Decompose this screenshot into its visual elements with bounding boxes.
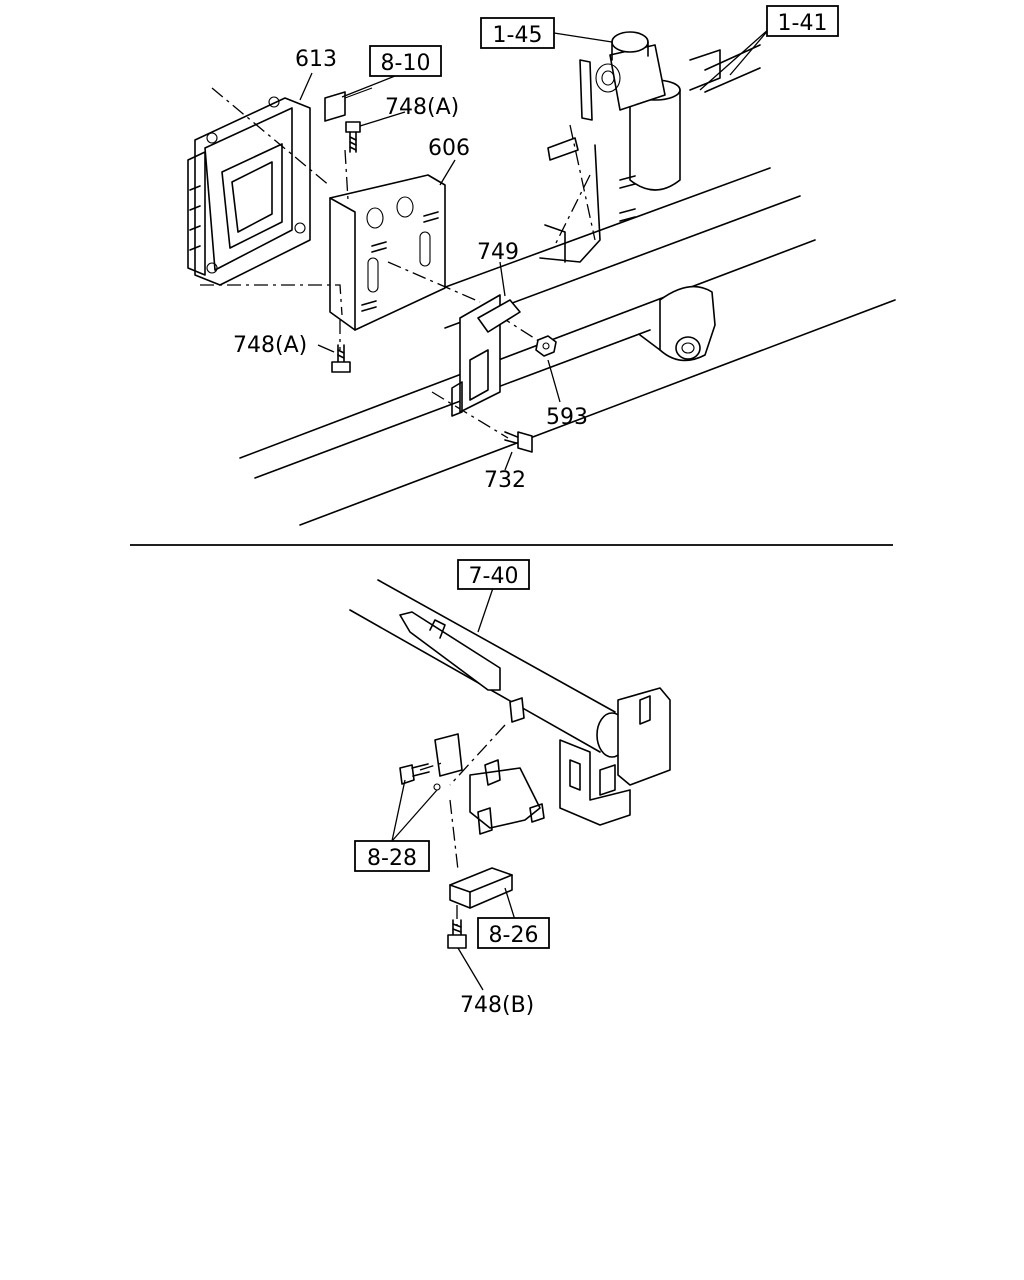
ref-box-8-10[interactable]: 8-10 xyxy=(369,45,442,77)
label-748a-top: 748(A) xyxy=(385,95,459,120)
nut-593 xyxy=(535,335,557,357)
label-732: 732 xyxy=(484,468,526,493)
label-613: 613 xyxy=(295,47,337,72)
bracket-606 xyxy=(329,174,446,331)
support-tube-7-40 xyxy=(349,579,628,758)
label-748a-left: 748(A) xyxy=(233,333,307,358)
bolt-8-28 xyxy=(399,763,441,791)
bolt-748b xyxy=(447,905,467,949)
svg-text:1-41: 1-41 xyxy=(778,11,828,36)
leaders-bottom xyxy=(391,587,516,991)
svg-text:8-26: 8-26 xyxy=(489,923,539,948)
air-dryer-1-45 xyxy=(539,31,761,263)
steering-mount-bracket xyxy=(559,687,671,826)
alignment-lines xyxy=(200,87,596,439)
ref-box-8-26[interactable]: 8-26 xyxy=(477,917,550,949)
svg-text:8-10: 8-10 xyxy=(381,51,431,76)
leaders-top xyxy=(299,27,771,471)
module-8-26 xyxy=(449,867,513,909)
label-749: 749 xyxy=(477,240,519,265)
bracket-749 xyxy=(451,294,521,417)
label-606: 606 xyxy=(428,136,470,161)
bolt-732 xyxy=(504,431,533,453)
svg-text:1-45: 1-45 xyxy=(493,23,543,48)
ref-box-8-28[interactable]: 8-28 xyxy=(354,840,430,872)
ref-box-1-41[interactable]: 1-41 xyxy=(766,5,839,37)
ref-box-7-40[interactable]: 7-40 xyxy=(457,559,530,590)
bolt-748a-left xyxy=(331,344,351,373)
label-748b: 748(B) xyxy=(460,993,534,1018)
top-assembly xyxy=(187,31,896,526)
svg-text:7-40: 7-40 xyxy=(469,564,519,589)
bolt-748a-top xyxy=(345,121,361,153)
control-unit-613 xyxy=(187,96,311,286)
bottom-assembly xyxy=(349,579,671,949)
ref-box-1-45[interactable]: 1-45 xyxy=(480,17,555,49)
bracket-8-28 xyxy=(419,697,545,871)
cross-member-tube xyxy=(639,285,716,362)
svg-text:8-28: 8-28 xyxy=(367,846,417,871)
label-593: 593 xyxy=(546,405,588,430)
connector-8-10 xyxy=(324,87,373,122)
